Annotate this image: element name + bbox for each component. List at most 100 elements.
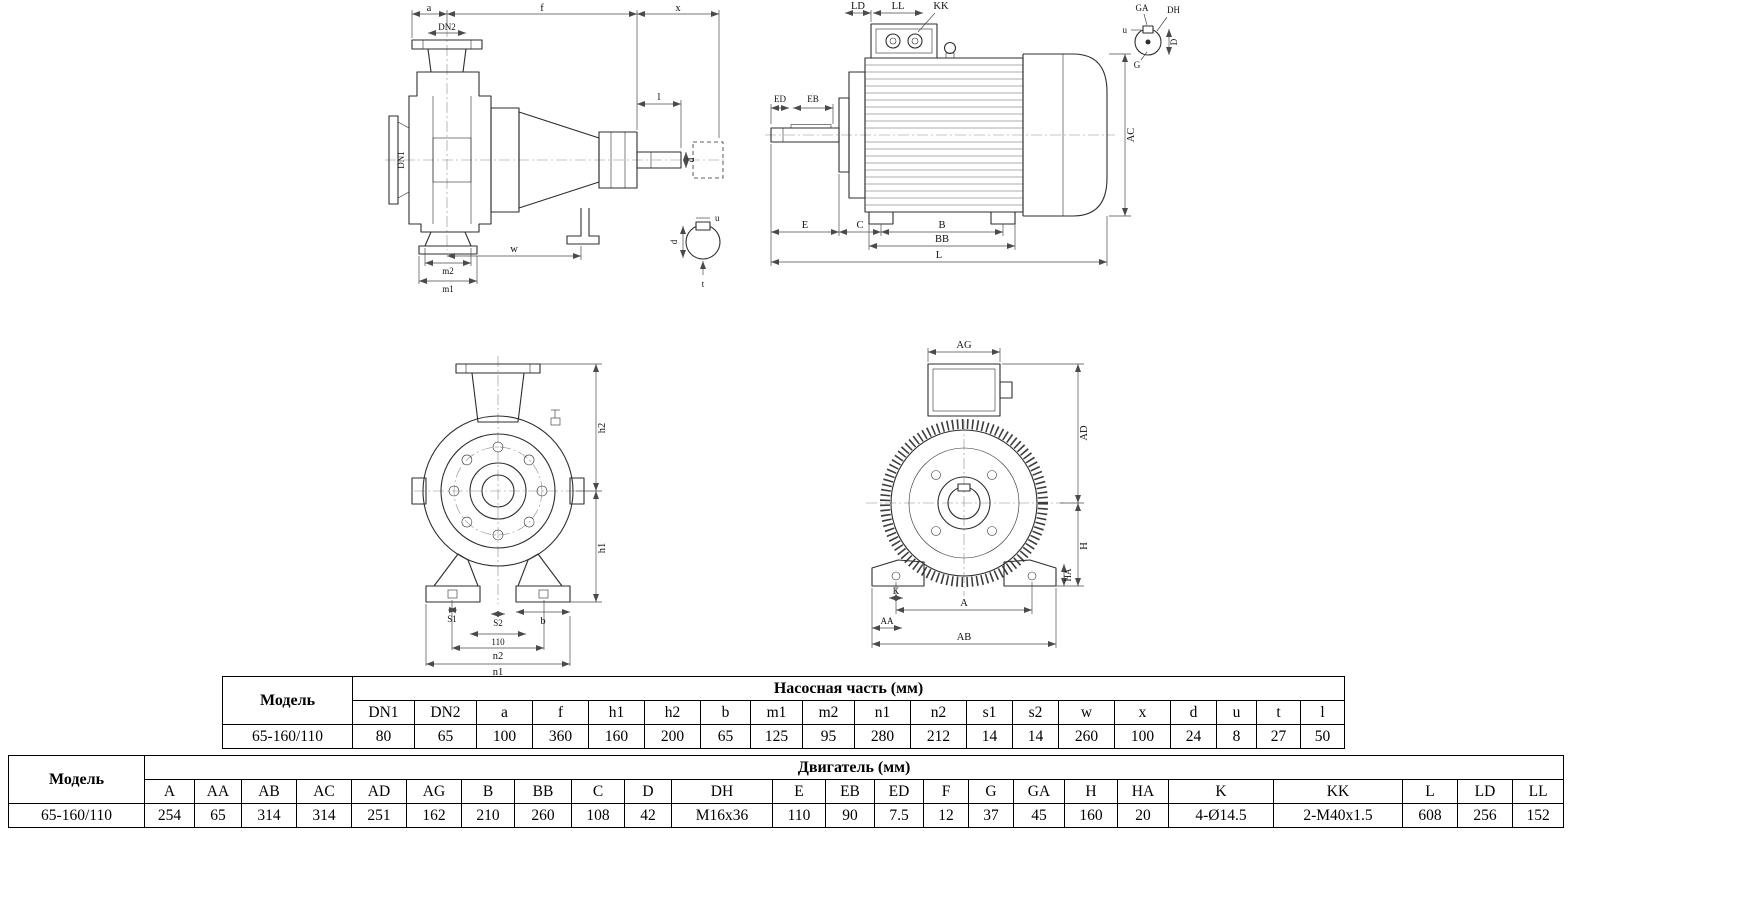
value-cell: 20 [1117,803,1169,828]
shaft-section-detail [680,217,721,275]
col-header: t [1256,700,1301,725]
col-header: L [1402,779,1458,804]
dim-label-ab: AB [957,632,972,643]
dim-label-h: H [1079,542,1090,550]
dim-label-a: A [960,598,968,609]
value-cell: 65 [700,724,751,749]
col-header: w [1058,700,1115,725]
col-header: AA [194,779,242,804]
dim-label-sec-d: d [669,239,679,244]
col-header: H [1064,779,1118,804]
col-header: GA [1013,779,1065,804]
motor-front-body [880,419,1048,587]
col-header: DH [671,779,773,804]
dim-label-ag: AG [956,340,972,351]
dim-label-ad: AD [1079,425,1090,441]
value-cell: 65 [194,803,242,828]
value-cell: 162 [406,803,462,828]
value-cell: 4-Ø14.5 [1168,803,1274,828]
value-cell: 100 [476,724,533,749]
dim-label-sec-t: t [702,279,705,289]
lifting-eyebolt [943,41,957,59]
model-column-header: Модель [8,755,145,804]
pump-front-feet [425,553,571,603]
value-cell: 212 [910,724,967,749]
dim-label-ll: LL [892,1,905,12]
value-cell: 14 [1012,724,1059,749]
table-columns-row: A AA AB AC AD AG B BB C D DH E EB ED F G… [9,779,1565,804]
dim-label-detail-d: D [1169,38,1179,45]
col-header: BB [514,779,572,804]
dim-label-ha: HA [1063,568,1073,581]
dim-label-w: w [510,244,518,255]
dim-label-kk: KK [933,1,949,12]
col-header: u [1216,700,1257,725]
dim-label-b: b [540,616,545,627]
value-cell: 210 [461,803,515,828]
dim-label-d: d [686,157,696,162]
model-cell: 65-160/110 [8,803,145,828]
col-header: DN1 [352,700,415,725]
dim-label-dn2: DN2 [438,22,456,32]
model-cell: 65-160/110 [222,724,353,749]
dimension-lines [871,348,1084,648]
col-header: d [1170,700,1217,725]
col-header: s1 [966,700,1013,725]
dimension-lines [425,363,602,667]
col-header: KK [1273,779,1403,804]
col-header: F [923,779,969,804]
dim-label-l: L [936,250,942,261]
dim-label-m2: m2 [442,266,454,276]
dim-label-aa: AA [881,616,894,626]
value-cell: 2-M40x1.5 [1273,803,1403,828]
value-cell: 95 [802,724,855,749]
value-cell: M16x36 [671,803,773,828]
motor-section-header: Двигатель (мм) [143,755,1565,780]
dim-label-u: u [1123,25,1128,35]
value-cell: 260 [1058,724,1115,749]
col-header: AG [406,779,462,804]
col-header: AD [351,779,407,804]
dim-label-c: C [856,220,863,231]
table-columns-row: DN1 DN2 a f h1 h2 b m1 m2 n1 n2 s1 s2 w … [223,700,1346,725]
dim-label-g: G [1134,60,1141,70]
dimension-lines [411,10,720,284]
value-cell: 251 [351,803,407,828]
dim-label-dh: DH [1167,5,1180,15]
col-header: G [968,779,1014,804]
value-cell: 200 [644,724,701,749]
value-cell: 160 [1064,803,1118,828]
value-cell: 280 [854,724,911,749]
value-cell: 314 [241,803,297,828]
pump-shaft [636,141,724,179]
value-cell: 100 [1114,724,1171,749]
value-cell: 260 [514,803,572,828]
model-column-header: Модель [222,676,353,725]
value-cell: 45 [1013,803,1065,828]
col-header: LL [1511,779,1565,804]
dim-label-ed: ED [774,94,786,104]
value-cell: 160 [588,724,645,749]
dim-label-l: l [658,92,661,103]
dim-label-dn1: DN1 [396,151,406,169]
dim-label-bb: BB [935,234,949,245]
col-header: h1 [588,700,645,725]
value-cell: 110 [772,803,826,828]
table-header-row: Модель Насосная часть (мм) [222,676,1346,725]
table-data-row: 65-160/110 254 65 314 314 251 162 210 26… [8,803,1565,828]
terminal-box-front [927,363,1013,417]
col-header: b [700,700,751,725]
col-header: m1 [750,700,803,725]
col-header: a [476,700,533,725]
shaft-end-detail [1131,13,1172,61]
col-header: EB [825,779,875,804]
table-header-row: Модель Двигатель (мм) [8,755,1565,804]
motor-dimensions-table: Модель Двигатель (мм) A AA AB AC AD AG B… [8,755,1565,828]
dim-label-a: a [427,3,432,14]
dim-label-b: B [938,220,945,231]
pump-front-view-drawing: h2 h1 S1 S2 110 b n2 n1 [411,356,608,678]
value-cell: 360 [532,724,589,749]
dim-label-sec-u: u [715,213,720,223]
value-cell: 12 [923,803,969,828]
terminal-box [870,23,938,59]
